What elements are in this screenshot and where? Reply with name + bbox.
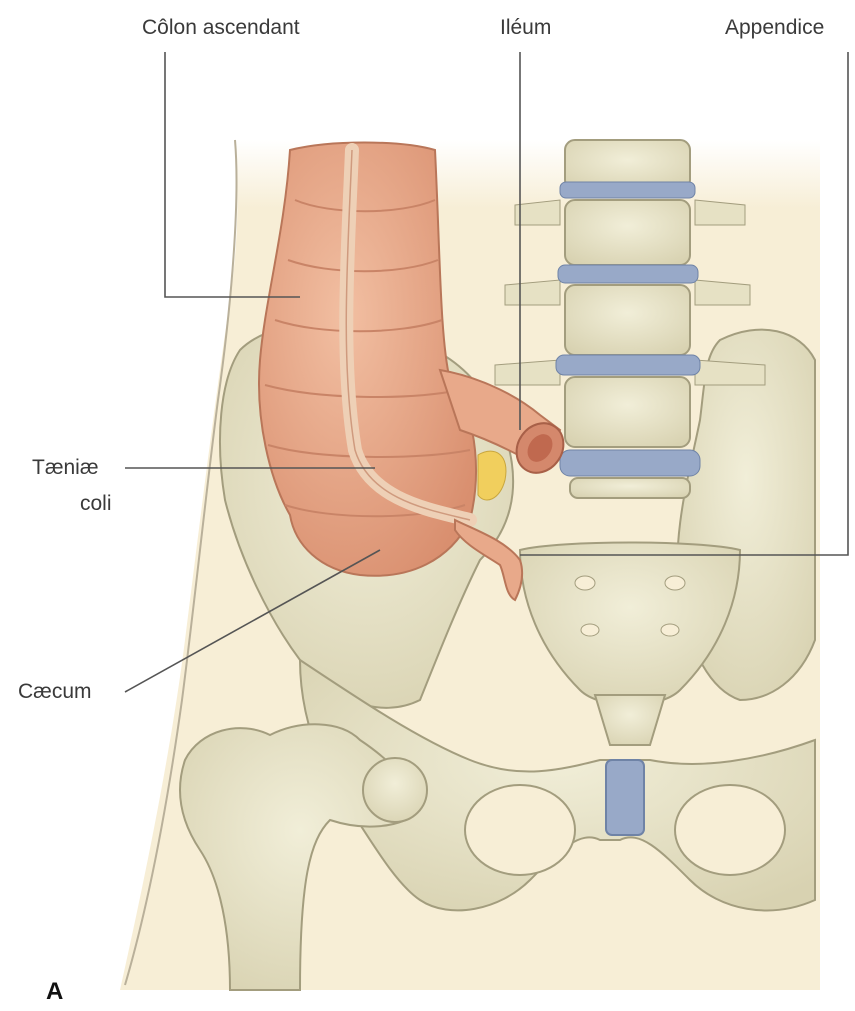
femoral-head [363,758,427,822]
panel-letter: A [46,978,63,1006]
sacral-foramen [661,624,679,636]
label-taeniae: Tæniæ [32,456,99,480]
label-ileum: Iléum [500,16,551,40]
label-appendice: Appendice [725,16,824,40]
sacral-foramen [665,576,685,590]
label-colon-ascendant: Côlon ascendant [142,16,300,40]
pubic-symphysis [606,760,644,835]
sacral-foramen [581,624,599,636]
obturator-foramen-right [465,785,575,875]
sacral-foramen [575,576,595,590]
label-caecum: Cæcum [18,680,92,704]
label-coli: coli [80,492,112,516]
obturator-foramen-left [675,785,785,875]
